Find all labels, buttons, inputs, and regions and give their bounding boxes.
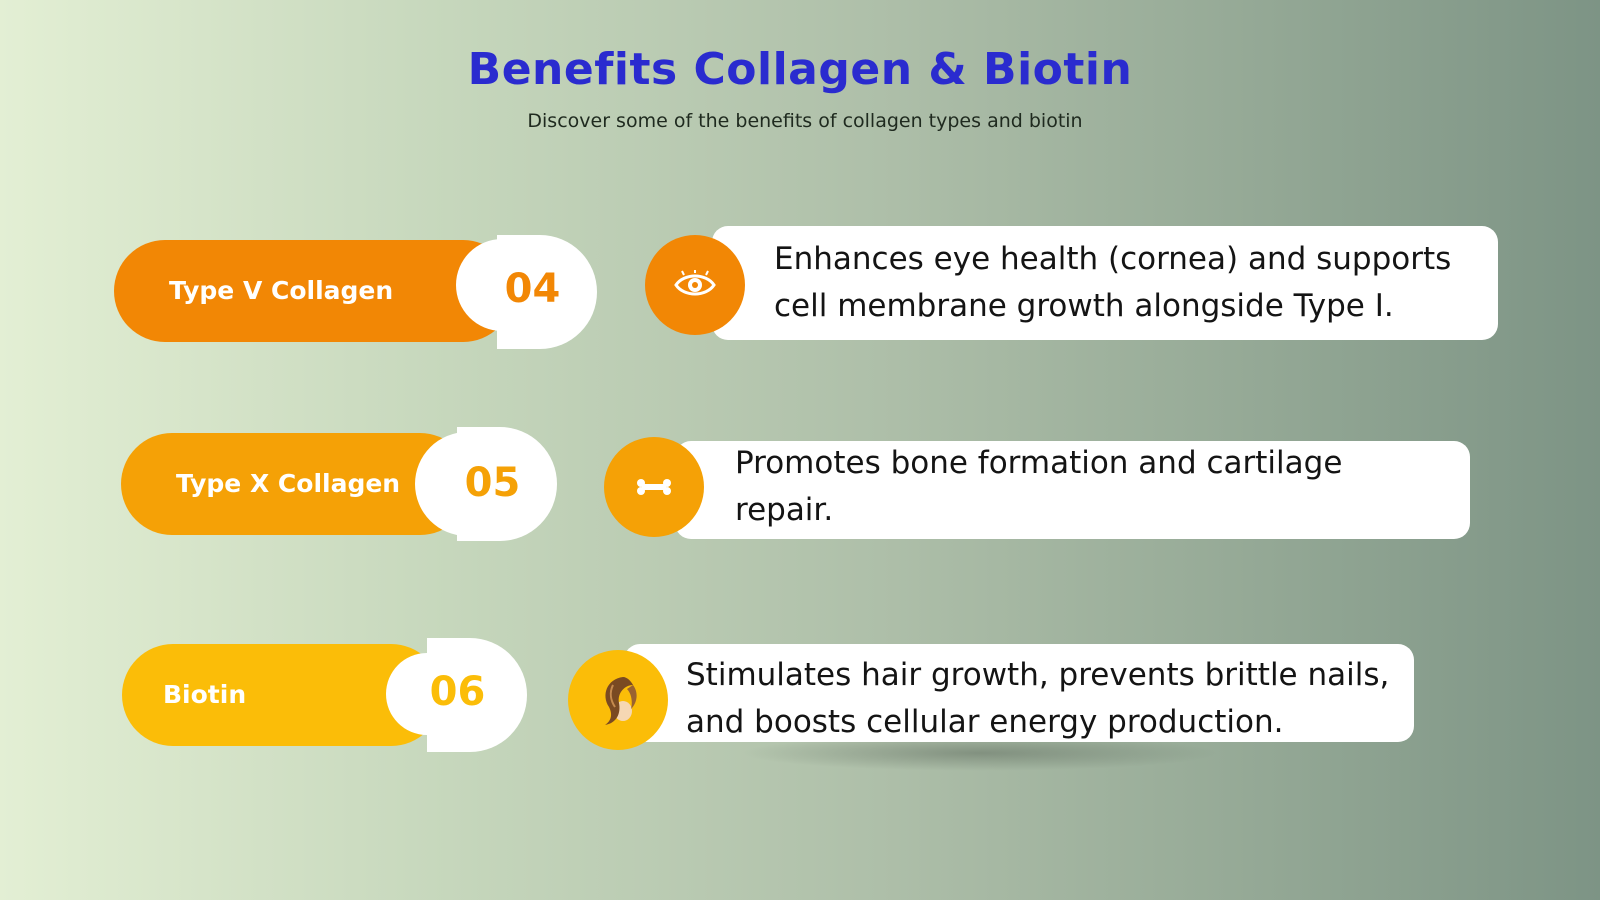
label-pill-type-v — [114, 240, 514, 342]
benefit-text-biotin: Stimulates hair growth, prevents brittle… — [686, 652, 1389, 746]
benefit-text-line: repair. — [735, 492, 834, 528]
label-text-type-x: Type X Collagen — [176, 469, 401, 498]
number-text-biotin: 06 — [429, 669, 486, 715]
number-text-type-v: 04 — [504, 266, 561, 312]
benefit-card-type-v — [712, 226, 1498, 340]
number-badge-type-v — [456, 239, 560, 331]
icon-badge-biotin — [568, 650, 668, 750]
page-subtitle: Discover some of the benefits of collage… — [527, 110, 1083, 132]
label-text-biotin: Biotin — [163, 680, 247, 709]
bone-icon — [637, 479, 671, 495]
benefit-text-line: cell membrane growth alongside Type I. — [774, 288, 1394, 324]
benefit-text-type-v: Enhances eye health (cornea) and support… — [774, 236, 1451, 330]
benefit-text-type-x: Promotes bone formation and cartilage re… — [735, 440, 1342, 534]
label-pill-type-x — [121, 433, 471, 535]
benefit-text-line: Stimulates hair growth, prevents brittle… — [686, 657, 1390, 693]
benefit-text-line: Promotes bone formation and cartilage — [735, 445, 1343, 481]
page-title: Benefits Collagen & Biotin — [467, 44, 1133, 95]
benefit-card-type-x — [675, 441, 1470, 539]
eye-icon — [674, 270, 716, 296]
benefit-text-line: and boosts cellular energy production. — [686, 704, 1284, 740]
number-badge-biotin — [386, 653, 496, 735]
hair-icon — [605, 677, 637, 725]
benefit-card-biotin — [624, 644, 1414, 742]
label-text-type-v: Type V Collagen — [169, 276, 394, 305]
number-text-type-x: 05 — [464, 460, 521, 506]
icon-badge-type-x — [604, 437, 704, 537]
number-badge-type-x — [415, 432, 525, 536]
icon-badge-type-v — [645, 235, 745, 335]
benefit-text-line: Enhances eye health (cornea) and support… — [774, 241, 1452, 277]
